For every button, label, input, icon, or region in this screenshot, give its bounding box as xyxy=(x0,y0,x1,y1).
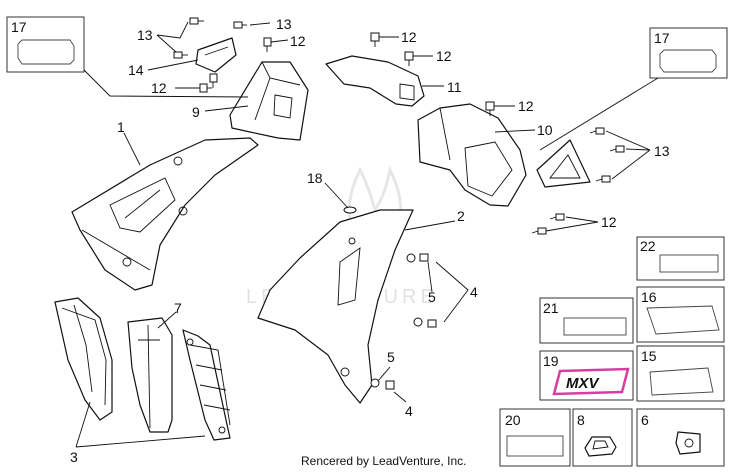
callout-17-right: 17 xyxy=(654,30,670,46)
leader-7 xyxy=(157,311,177,329)
callout-13-b: 13 xyxy=(276,16,292,32)
screw-group[interactable] xyxy=(173,17,625,390)
part-11-cover[interactable] xyxy=(325,55,425,107)
callout-13-c: 13 xyxy=(654,143,670,159)
callout-13-a: 13 xyxy=(137,27,153,43)
box-19[interactable]: MXV 19 xyxy=(539,350,634,401)
callout-4-a: 4 xyxy=(470,284,478,300)
box-16[interactable]: 16 xyxy=(636,286,725,343)
callout-17-left: 17 xyxy=(11,19,27,35)
callout-12-f: 12 xyxy=(601,214,617,230)
part-10-bracket[interactable] xyxy=(417,103,527,207)
callout-10: 10 xyxy=(537,122,553,138)
callout-12-c: 12 xyxy=(401,29,417,45)
small-bracket-right[interactable] xyxy=(536,139,591,188)
callout-7: 7 xyxy=(174,300,182,316)
leader-3 xyxy=(75,401,206,448)
part-9-bracket[interactable] xyxy=(229,61,309,141)
part-2-side-panel[interactable] xyxy=(257,209,414,404)
leader-10 xyxy=(494,129,536,133)
callout-5-b: 5 xyxy=(387,349,395,365)
callout-20: 20 xyxy=(505,412,521,428)
callout-9: 9 xyxy=(192,104,200,120)
callout-8: 8 xyxy=(577,412,585,428)
decal-text: MXV xyxy=(566,375,601,392)
box-6[interactable]: 6 xyxy=(636,408,725,467)
part-1-side-panel[interactable] xyxy=(71,137,259,291)
callout-12-d: 12 xyxy=(436,48,452,64)
box-8[interactable]: 8 xyxy=(572,408,633,467)
small-bracket-left[interactable] xyxy=(195,37,237,73)
box-21[interactable]: 21 xyxy=(539,297,634,344)
leader-lines xyxy=(83,21,659,403)
callout-3: 3 xyxy=(70,449,78,465)
box-15[interactable]: 15 xyxy=(636,345,725,402)
part-3-shroud-left[interactable] xyxy=(54,297,113,421)
box-17-left[interactable]: 17 xyxy=(6,16,85,73)
box-20[interactable]: 20 xyxy=(499,408,571,467)
leader-1 xyxy=(123,132,141,166)
callout-19: 19 xyxy=(543,353,559,369)
part-3-shroud-right[interactable] xyxy=(182,329,231,441)
part-7-plate[interactable] xyxy=(127,317,173,433)
box-17-right[interactable]: 17 xyxy=(649,27,728,79)
callout-18: 18 xyxy=(307,170,323,186)
callout-15: 15 xyxy=(641,348,657,364)
credit-text: Rencered by LeadVenture, Inc. xyxy=(301,454,466,468)
callout-1: 1 xyxy=(117,119,125,135)
callout-14: 14 xyxy=(128,62,144,78)
callout-22: 22 xyxy=(640,238,656,254)
callout-5-a: 5 xyxy=(428,289,436,305)
box-22[interactable]: 22 xyxy=(636,236,725,281)
callout-11: 11 xyxy=(447,79,462,95)
callout-12-b: 12 xyxy=(151,80,167,96)
callout-2: 2 xyxy=(457,208,465,224)
callout-16: 16 xyxy=(641,289,657,305)
callout-12-e: 12 xyxy=(518,98,534,114)
callout-6: 6 xyxy=(641,412,649,428)
callout-4-b: 4 xyxy=(405,403,413,419)
leader-2 xyxy=(404,220,456,231)
callout-12-a: 12 xyxy=(290,33,306,49)
leader-9 xyxy=(204,105,249,112)
callout-21: 21 xyxy=(543,300,559,316)
